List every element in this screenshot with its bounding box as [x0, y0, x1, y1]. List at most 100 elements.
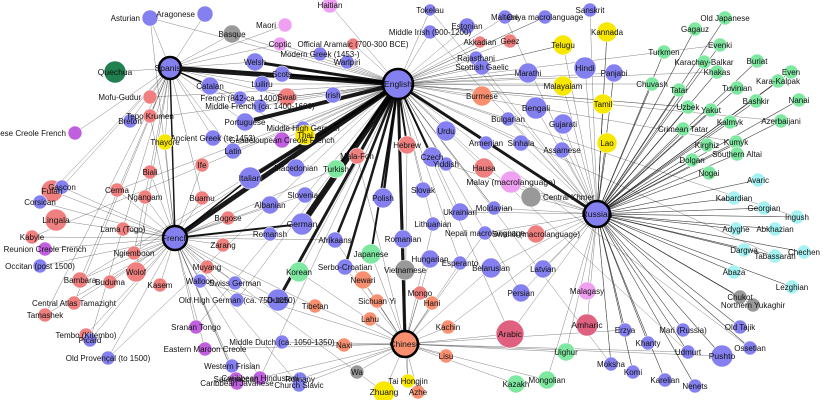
- node-udmurt[interactable]: [680, 344, 696, 360]
- node-mongo[interactable]: [412, 285, 428, 301]
- node-estonian[interactable]: [458, 17, 476, 35]
- node-tabassaran[interactable]: [767, 248, 783, 264]
- node-old_high_german[interactable]: [229, 292, 245, 308]
- node-evenki[interactable]: [712, 37, 728, 53]
- node-bogose[interactable]: [220, 210, 236, 226]
- node-ngiemboon[interactable]: [126, 245, 142, 261]
- node-sanskrit[interactable]: [582, 2, 598, 18]
- node-asturian[interactable]: [141, 9, 159, 27]
- node-kalmyk[interactable]: [722, 114, 738, 130]
- node-afrikaans[interactable]: [326, 231, 344, 249]
- node-modern_greek[interactable]: [312, 46, 328, 62]
- node-belarusian[interactable]: [480, 257, 502, 279]
- node-azhe[interactable]: [410, 384, 426, 400]
- node-dolgan[interactable]: [684, 152, 700, 168]
- node-kara_kalpak[interactable]: [770, 73, 786, 89]
- node-wolof[interactable]: [125, 261, 147, 283]
- node-welsh[interactable]: [245, 52, 265, 72]
- node-eastern_maroon[interactable]: [197, 341, 213, 357]
- node-haitian[interactable]: [321, 0, 339, 14]
- node-lingala[interactable]: [44, 208, 68, 232]
- node-swati[interactable]: [277, 87, 297, 107]
- node-sranan[interactable]: [188, 319, 204, 335]
- node-arabic[interactable]: [495, 319, 525, 349]
- node-oriya[interactable]: [537, 9, 553, 25]
- node-turkish[interactable]: [326, 159, 346, 179]
- node-khakas[interactable]: [709, 64, 725, 80]
- node-basque[interactable]: [222, 24, 242, 44]
- node-bulgarian[interactable]: [500, 111, 516, 127]
- node-pushto[interactable]: [710, 344, 734, 368]
- node-hani[interactable]: [424, 295, 440, 311]
- node-romansh[interactable]: [262, 226, 278, 242]
- node-malagasy[interactable]: [577, 281, 597, 301]
- node-newari[interactable]: [353, 270, 373, 290]
- node-old_tajik[interactable]: [732, 319, 748, 335]
- node-chukot[interactable]: [732, 289, 748, 305]
- node-middle_irish[interactable]: [422, 24, 438, 40]
- node-slovak[interactable]: [414, 181, 432, 199]
- node-central_atlas[interactable]: [66, 295, 82, 311]
- node-walloon[interactable]: [192, 273, 208, 289]
- node-korean[interactable]: [288, 261, 310, 283]
- node-georgian[interactable]: [756, 200, 772, 216]
- node-central_khmer[interactable]: [520, 186, 542, 208]
- node-amharic[interactable]: [575, 313, 599, 337]
- node-nanai[interactable]: [791, 92, 807, 108]
- node-bashkir[interactable]: [748, 93, 764, 109]
- node-corsican[interactable]: [32, 194, 48, 210]
- node-malayalam[interactable]: [552, 75, 574, 97]
- node-catalan[interactable]: [200, 76, 220, 96]
- node-ukrainian[interactable]: [450, 202, 470, 222]
- node-lezghian[interactable]: [784, 279, 800, 295]
- node-dargwa[interactable]: [736, 242, 752, 258]
- node-bengali[interactable]: [524, 96, 548, 120]
- node-ife[interactable]: [194, 157, 210, 173]
- node-even[interactable]: [783, 64, 799, 80]
- node-yakut[interactable]: [703, 102, 719, 118]
- node-zarang[interactable]: [215, 237, 231, 253]
- node-kachin[interactable]: [440, 319, 456, 335]
- node-ngangam[interactable]: [137, 189, 153, 205]
- node-moksha[interactable]: [603, 356, 619, 372]
- node-thai[interactable]: [294, 124, 316, 146]
- node-telugu[interactable]: [552, 34, 574, 56]
- node-irish[interactable]: [324, 86, 342, 104]
- node-lisu[interactable]: [438, 348, 454, 364]
- node-scottish_gaelic[interactable]: [473, 58, 491, 76]
- node-biali[interactable]: [142, 164, 158, 180]
- node-french_old[interactable]: [232, 90, 248, 106]
- node-lahu[interactable]: [362, 311, 378, 327]
- node-aramaic[interactable]: [346, 37, 360, 51]
- node-zhuang[interactable]: [372, 380, 396, 400]
- node-german[interactable]: [290, 212, 314, 236]
- node-southern_altai[interactable]: [729, 146, 745, 162]
- node-picard[interactable]: [82, 332, 98, 348]
- node-esperanto[interactable]: [452, 255, 468, 271]
- node-tamil[interactable]: [592, 93, 614, 115]
- node-kannada[interactable]: [596, 21, 618, 43]
- node-kirghiz[interactable]: [699, 137, 715, 153]
- node-assamese[interactable]: [553, 141, 571, 159]
- node-urdu[interactable]: [435, 120, 457, 142]
- node-czech[interactable]: [421, 146, 443, 168]
- node-lama[interactable]: [115, 221, 131, 237]
- node-italian[interactable]: [238, 166, 262, 190]
- node-old_japanese[interactable]: [717, 10, 733, 26]
- node-guianese[interactable]: [67, 125, 83, 141]
- node-buduma[interactable]: [102, 274, 118, 290]
- node-old_provencal[interactable]: [100, 350, 116, 366]
- node-gascon[interactable]: [54, 179, 70, 195]
- node-khanty[interactable]: [640, 335, 656, 351]
- node-hungarian[interactable]: [420, 249, 440, 269]
- node-bambara[interactable]: [71, 271, 89, 289]
- node-occitan[interactable]: [32, 258, 48, 274]
- node-japanese[interactable]: [360, 243, 382, 265]
- node-nepali[interactable]: [477, 225, 493, 241]
- node-macedonian[interactable]: [286, 158, 306, 178]
- node-church_slavic[interactable]: [291, 377, 307, 393]
- node-mofu[interactable]: [142, 89, 158, 105]
- hub-node-french[interactable]: [161, 224, 189, 252]
- node-ancient_greek[interactable]: [204, 129, 222, 147]
- node-erzya[interactable]: [617, 322, 633, 338]
